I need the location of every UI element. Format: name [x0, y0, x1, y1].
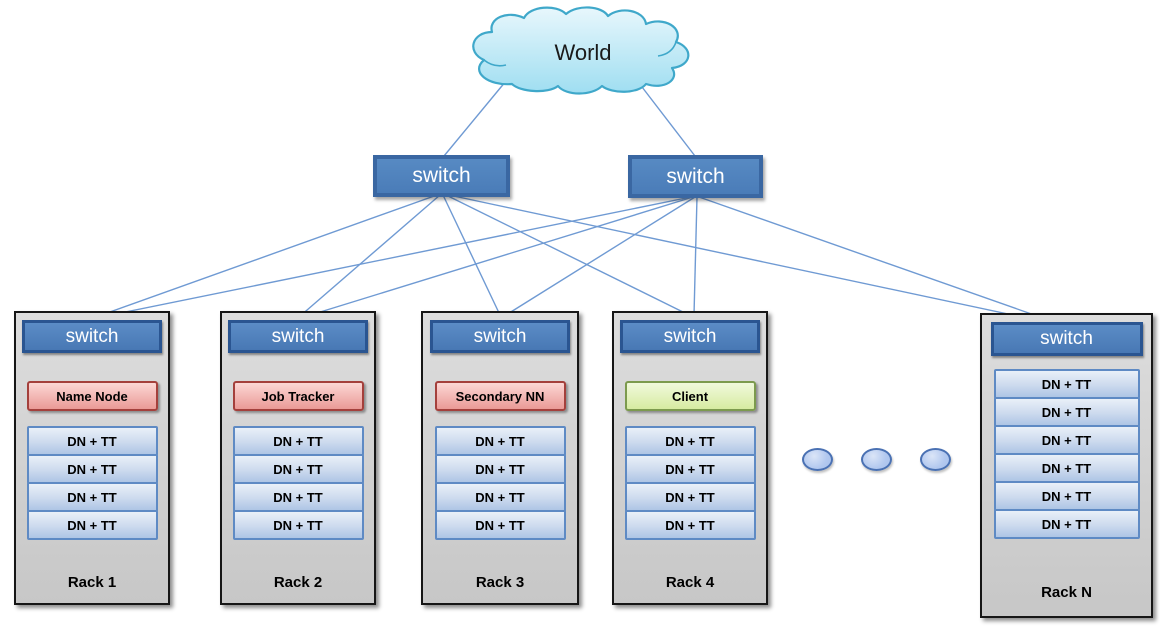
rack-4-label: Rack 4	[665, 574, 715, 591]
worker-node: DN + TT	[993, 425, 1140, 455]
rack-4-workers: DN + TT DN + TT DN + TT DN + TT	[624, 426, 756, 540]
worker-node: DN + TT	[624, 426, 756, 456]
worker-node: DN + TT	[434, 482, 566, 512]
connection-line	[95, 194, 438, 318]
core-switch-2: switch	[628, 155, 763, 198]
rack-2-label: Rack 2	[273, 574, 323, 591]
connection-lines	[95, 80, 1058, 324]
rack-1: switch Name Node DN + TT DN + TT DN + TT…	[14, 311, 170, 605]
name-node-label: Name Node	[56, 388, 128, 404]
rack-2-switch: switch	[228, 320, 368, 353]
connection-line	[100, 196, 692, 318]
worker-node: DN + TT	[26, 454, 158, 484]
connection-line	[443, 80, 507, 157]
core-switch-1-label: switch	[412, 164, 471, 187]
rack-1-switch: switch	[22, 320, 162, 353]
core-switch-2-label: switch	[666, 164, 725, 188]
rack-n: switch DN + TT DN + TT DN + TT DN + TT D…	[980, 313, 1153, 618]
ellipsis-dot	[920, 448, 951, 471]
worker-node: DN + TT	[624, 454, 756, 484]
rack-3-workers: DN + TT DN + TT DN + TT DN + TT	[434, 426, 566, 540]
connection-line	[445, 194, 690, 316]
worker-node: DN + TT	[624, 482, 756, 512]
rack-1-switch-label: switch	[65, 325, 119, 347]
worker-node: DN + TT	[26, 482, 158, 512]
rack-n-label: Rack N	[1041, 584, 1092, 601]
cloud-world-label: World	[554, 40, 612, 65]
cloud-swirl-left	[483, 59, 507, 67]
worker-node: DN + TT	[26, 426, 158, 456]
secondary-namenode: Secondary NN	[434, 381, 566, 411]
worker-node: DN + TT	[232, 482, 364, 512]
client-node-label: Client	[671, 388, 709, 404]
rack-1-workers: DN + TT DN + TT DN + TT DN + TT	[26, 426, 158, 540]
connection-line	[448, 194, 1051, 324]
connection-line	[505, 196, 696, 316]
rack-4-switch: switch	[620, 320, 760, 353]
worker-node: DN + TT	[434, 454, 566, 484]
cloud-swirl-right	[657, 41, 677, 57]
name-node: Name Node	[26, 381, 158, 411]
connection-line	[641, 86, 696, 157]
secondary-namenode-label: Secondary NN	[455, 388, 545, 404]
worker-node: DN + TT	[26, 510, 158, 540]
worker-node: DN + TT	[993, 481, 1140, 511]
rack-3-label: Rack 3	[475, 574, 525, 591]
rack-1-label: Rack 1	[67, 574, 117, 591]
client-node: Client	[624, 381, 756, 411]
rack-3-switch-label: switch	[473, 325, 527, 347]
worker-node: DN + TT	[993, 453, 1140, 483]
job-tracker-label: Job Tracker	[261, 388, 335, 404]
worker-node: DN + TT	[232, 426, 364, 456]
cloud-shape	[472, 6, 690, 95]
rack-n-switch: switch	[990, 322, 1143, 356]
ellipsis-dot	[861, 448, 892, 471]
rack-2-workers: DN + TT DN + TT DN + TT DN + TT	[232, 426, 364, 540]
worker-node: DN + TT	[624, 510, 756, 540]
connection-line	[698, 196, 1058, 324]
ellipsis-dot	[802, 448, 833, 471]
rack-3: switch Secondary NN DN + TT DN + TT DN +…	[421, 311, 579, 605]
rack-4: switch Client DN + TT DN + TT DN + TT DN…	[612, 311, 768, 605]
rack-2: switch Job Tracker DN + TT DN + TT DN + …	[220, 311, 376, 605]
core-switch-1: switch	[373, 155, 510, 197]
rack-4-switch-label: switch	[663, 325, 717, 347]
worker-node: DN + TT	[993, 397, 1140, 427]
connection-line	[693, 196, 698, 316]
job-tracker: Job Tracker	[232, 381, 364, 411]
connection-line	[298, 194, 441, 318]
connection-line	[303, 196, 694, 318]
worker-node: DN + TT	[232, 510, 364, 540]
worker-node: DN + TT	[993, 369, 1140, 399]
worker-node: DN + TT	[434, 510, 566, 540]
rack-3-switch: switch	[430, 320, 570, 353]
connection-line	[442, 194, 501, 316]
rack-n-switch-label: switch	[1040, 328, 1093, 349]
rack-2-switch-label: switch	[271, 325, 325, 347]
rack-n-workers: DN + TT DN + TT DN + TT DN + TT DN + TT …	[993, 369, 1140, 539]
worker-node: DN + TT	[434, 426, 566, 456]
worker-node: DN + TT	[232, 454, 364, 484]
worker-node: DN + TT	[993, 509, 1140, 539]
